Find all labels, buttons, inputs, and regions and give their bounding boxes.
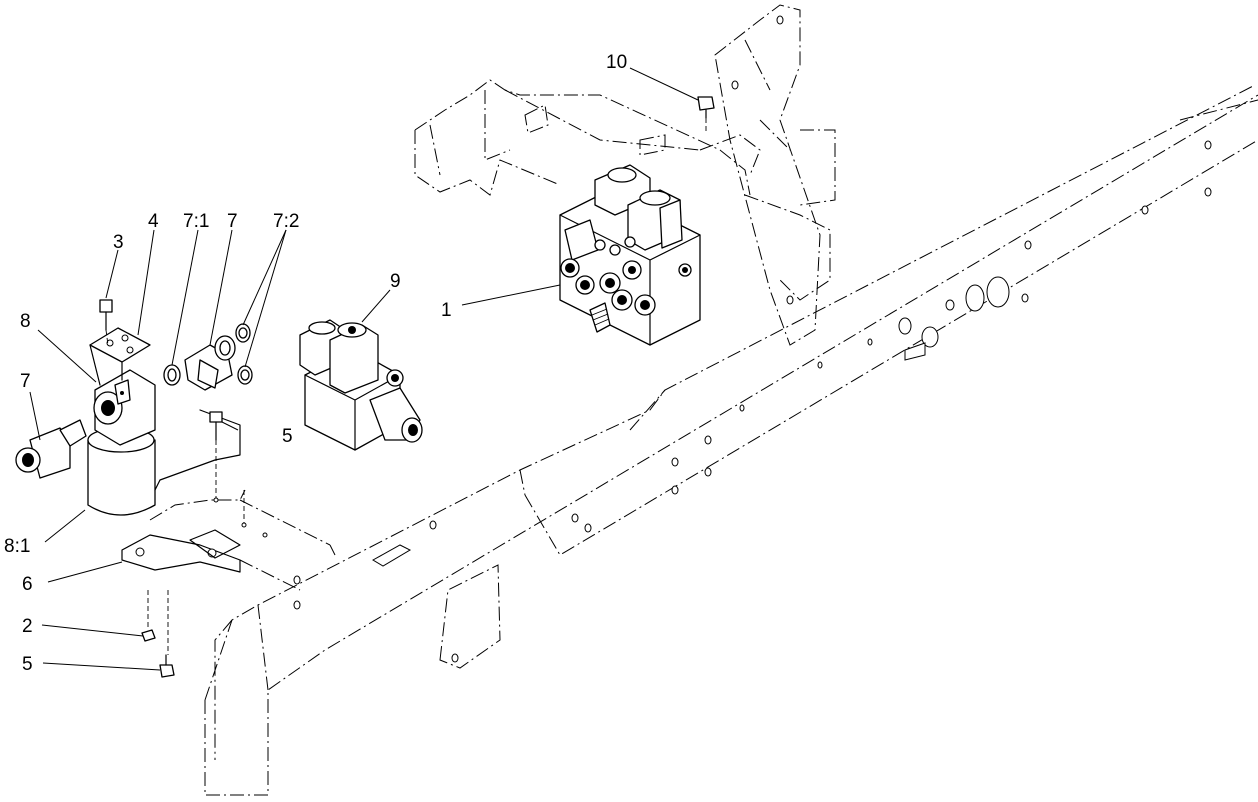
callout-7-2: 7:2 <box>273 211 299 232</box>
callout-3: 3 <box>113 232 124 253</box>
filter-assembly <box>15 299 253 516</box>
callout-10: 10 <box>606 52 627 73</box>
vertical-post <box>714 4 836 346</box>
callout-8: 8 <box>20 311 31 332</box>
callout-9: 9 <box>390 271 401 292</box>
upper-mount-bracket <box>414 79 831 301</box>
frame-rail <box>204 84 1258 796</box>
callout-7b: 7 <box>227 211 238 232</box>
valve-manifold <box>559 164 701 346</box>
callout-8-1: 8:1 <box>4 536 30 557</box>
leader-lines <box>29 67 699 671</box>
callout-5a: 5 <box>282 426 293 447</box>
callout-labels: 1 2 3 4 5 5 6 7 7 7:1 7:2 8 8:1 9 10 <box>4 52 627 675</box>
callout-6: 6 <box>22 574 33 595</box>
callout-7-1: 7:1 <box>183 211 209 232</box>
callout-2: 2 <box>22 616 33 637</box>
bolt-10 <box>697 96 715 132</box>
aux-valve <box>299 319 423 451</box>
mount-plate <box>121 409 336 678</box>
callout-1: 1 <box>441 300 452 321</box>
callout-7a: 7 <box>20 371 31 392</box>
callout-4: 4 <box>148 211 159 232</box>
callout-5b: 5 <box>22 654 33 675</box>
